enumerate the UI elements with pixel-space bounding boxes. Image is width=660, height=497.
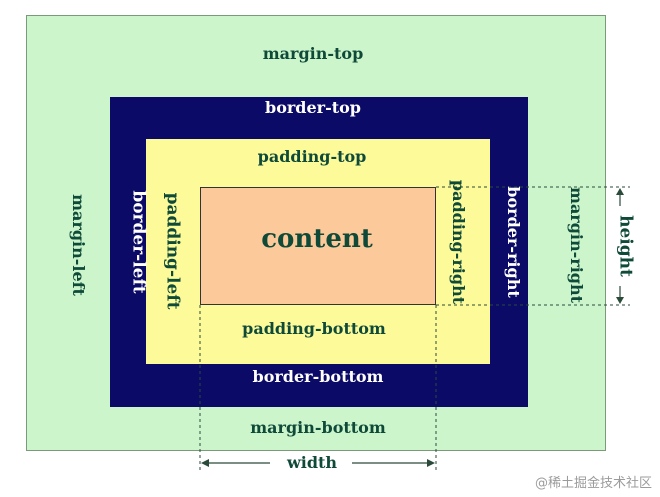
width-arrowhead-left	[201, 459, 209, 467]
width-label: width	[286, 453, 338, 472]
border-right-label: border-right	[504, 186, 523, 298]
watermark: @稀土掘金技术社区	[534, 476, 652, 491]
margin-right-label: margin-right	[567, 187, 586, 303]
border-bottom-label: border-bottom	[252, 367, 384, 386]
height-arrowhead-down	[616, 297, 624, 304]
margin-left-label: margin-left	[69, 194, 88, 296]
width-arrowhead-right	[427, 459, 435, 467]
border-left-label: border-left	[128, 190, 149, 294]
padding-left-label: padding-left	[162, 192, 183, 310]
padding-bottom-label: padding-bottom	[242, 319, 386, 338]
margin-bottom-label: margin-bottom	[250, 418, 386, 437]
height-label: height	[615, 215, 636, 277]
height-arrowhead-up	[616, 188, 624, 195]
content-label: content	[261, 224, 373, 254]
padding-right-label: padding-right	[449, 179, 468, 305]
margin-top-label: margin-top	[262, 44, 364, 63]
border-top-label: border-top	[265, 98, 361, 117]
content-area	[200, 187, 436, 305]
padding-top-label: padding-top	[257, 147, 367, 166]
